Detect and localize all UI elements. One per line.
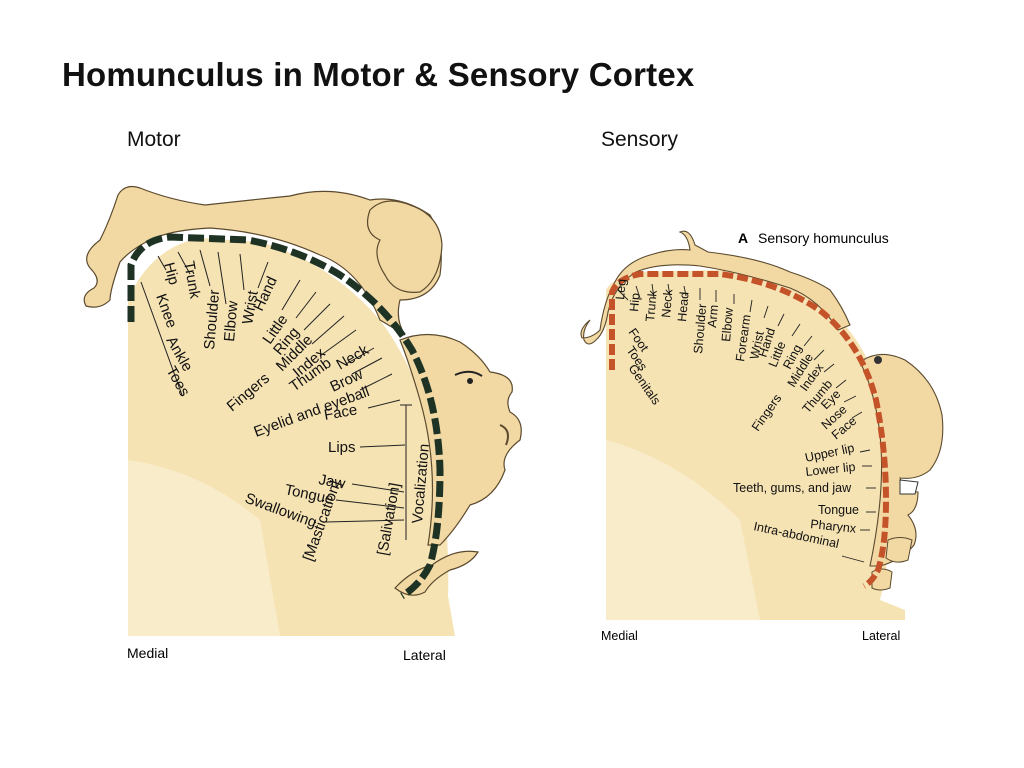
sensory-label-trunk: Trunk [643, 289, 660, 322]
sensory-homunculus-diagram: Leg Hip Trunk Neck Head Shoulder Arm Elb… [580, 230, 944, 643]
sensory-figure-letter: A [738, 230, 748, 246]
motor-cortex-strip [127, 233, 444, 599]
sensory-label-lower-lip: Lower lip [805, 460, 856, 479]
motor-homunculus-body-icon [83, 185, 442, 336]
sensory-face-icon [859, 353, 944, 567]
sensory-lateral-label: Lateral [862, 629, 900, 643]
motor-label-trunk: Trunk [180, 260, 203, 301]
sensory-figure-caption: Sensory homunculus [758, 230, 889, 246]
slide-title: Homunculus in Motor & Sensory Cortex [62, 56, 695, 93]
sensory-label-head: Head [675, 291, 692, 322]
sensory-label-arm: Arm [705, 304, 721, 328]
motor-label-jaw: Jaw [317, 471, 346, 492]
sensory-label-leg: Leg [613, 278, 629, 300]
sensory-label-pharynx: Pharynx [810, 517, 858, 536]
motor-leader-lines [140, 249, 412, 540]
motor-label-hip: Hip [160, 261, 182, 287]
motor-medial-label: Medial [127, 645, 168, 661]
motor-label-shoulder: Shoulder [201, 289, 223, 350]
sensory-cortex-strip [609, 271, 890, 589]
sensory-homunculus-body-icon [580, 230, 851, 345]
sensory-label-wrist: Wrist [747, 330, 767, 361]
sensory-label-shoulder: Shoulder [691, 303, 709, 354]
motor-lateral-label: Lateral [403, 647, 446, 663]
sensory-label-neck: Neck [659, 288, 675, 318]
sensory-label-elbow: Elbow [719, 306, 736, 342]
sensory-label-forearm: Forearm [733, 314, 753, 363]
motor-label-wrist: Wrist [239, 289, 262, 326]
sensory-label-tongue: Tongue [818, 503, 859, 517]
sensory-heading: Sensory [601, 128, 679, 151]
motor-heading: Motor [127, 128, 181, 151]
sensory-label-hip: Hip [627, 292, 643, 312]
motor-label-vocalization: Vocalization [409, 443, 433, 524]
motor-homunculus-diagram: Hip Trunk Shoulder Elbow Wrist Hand Litt… [83, 185, 522, 663]
motor-hand-icon [367, 200, 443, 293]
sensory-medial-label: Medial [601, 629, 638, 643]
sensory-leader-lines [617, 283, 876, 563]
motor-label-lips: Lips [328, 439, 356, 456]
sensory-label-teeth-gums-jaw: Teeth, gums, and jaw [733, 481, 852, 495]
motor-label-elbow: Elbow [221, 300, 242, 342]
motor-label-face: Face [323, 401, 359, 424]
